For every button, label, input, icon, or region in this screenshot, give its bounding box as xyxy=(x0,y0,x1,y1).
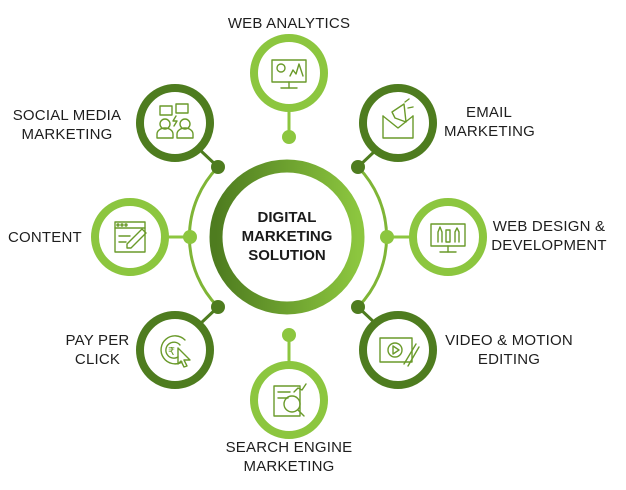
connector-dot xyxy=(211,300,225,314)
label-web-analytics: WEB ANALYTICS xyxy=(200,14,378,33)
label-social: SOCIAL MEDIA MARKETING xyxy=(8,106,126,144)
label-web-design: WEB DESIGN & DEVELOPMENT xyxy=(484,217,614,255)
label-line: WEB ANALYTICS xyxy=(227,15,351,32)
video-edit-icon xyxy=(379,337,420,367)
connector-dot xyxy=(282,328,296,342)
label-line: CLICK xyxy=(74,351,121,368)
label-line: VIDEO & MOTION xyxy=(445,332,573,349)
center-title-line: MARKETING xyxy=(241,228,333,245)
label-line: EDITING xyxy=(477,351,541,368)
label-line: EMAIL xyxy=(465,104,512,121)
connector-dot xyxy=(183,230,197,244)
label-content: CONTENT xyxy=(8,228,82,247)
connector-dot xyxy=(380,230,394,244)
node-web-analytics xyxy=(250,34,328,112)
monitor-analytics-icon xyxy=(271,59,307,89)
label-line: PAY PER xyxy=(65,332,130,349)
document-pencil-icon xyxy=(114,221,147,253)
label-sem: SEARCH ENGINE MARKETING xyxy=(200,438,378,476)
connector-dot xyxy=(351,160,365,174)
node-web-design xyxy=(409,198,487,276)
label-line: WEB DESIGN & xyxy=(492,218,606,235)
rupee-click-icon: ₹ xyxy=(160,335,191,368)
label-line: DEVELOPMENT xyxy=(491,237,607,254)
center-title-line: DIGITAL xyxy=(257,209,317,226)
node-sem xyxy=(250,361,328,439)
label-video: VIDEO & MOTION EDITING xyxy=(438,331,580,369)
search-chart-icon xyxy=(273,383,307,417)
label-line: SEARCH ENGINE xyxy=(225,439,353,456)
connector-dot xyxy=(282,130,296,144)
monitor-design-tools-icon xyxy=(430,223,466,253)
node-content xyxy=(91,198,169,276)
center-title-line: SOLUTION xyxy=(248,247,326,264)
label-line: SOCIAL MEDIA xyxy=(12,107,122,124)
center-title: DIGITAL MARKETING SOLUTION xyxy=(217,208,357,265)
label-line: MARKETING xyxy=(444,123,535,140)
svg-text:₹: ₹ xyxy=(168,345,175,358)
label-ppc: PAY PER CLICK xyxy=(55,331,140,369)
label-line: MARKETING xyxy=(243,458,335,475)
connector-dot xyxy=(351,300,365,314)
label-email: EMAIL MARKETING xyxy=(444,103,535,141)
email-megaphone-icon xyxy=(382,98,414,139)
node-ppc xyxy=(136,311,214,389)
connector-dot xyxy=(211,160,225,174)
people-chat-icon xyxy=(156,103,194,139)
center-ring xyxy=(209,159,365,315)
node-email xyxy=(359,84,437,162)
label-line: MARKETING xyxy=(21,126,113,143)
label-line: CONTENT xyxy=(8,229,82,246)
